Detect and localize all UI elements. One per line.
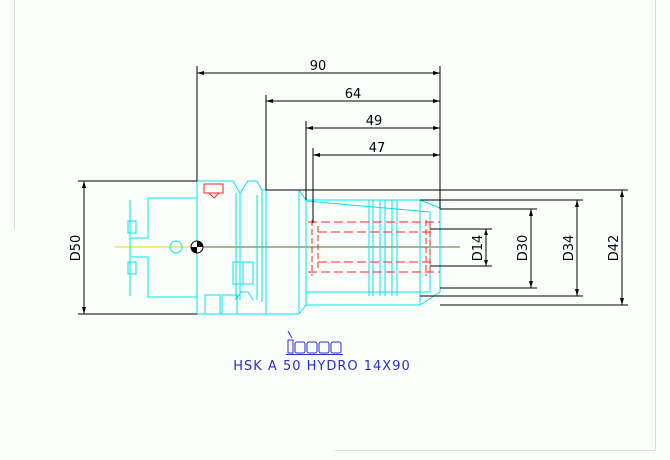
part-title: HSK A 50 HYDRO 14X90: [233, 359, 411, 374]
dim-diameter-30: D30: [516, 235, 531, 262]
dim-diameter-50: D50: [69, 235, 84, 262]
dimension-arrows: [82, 71, 624, 314]
dim-diameter-14: D14: [471, 235, 486, 262]
dim-length-49: 49: [366, 114, 383, 129]
hidden-bore: [203, 183, 440, 276]
dim-length-90: 90: [310, 59, 327, 74]
page-frame: [14, 0, 656, 451]
dim-length-47: 47: [369, 141, 386, 156]
dim-diameter-34: D34: [562, 235, 577, 262]
dim-diameter-42: D42: [607, 235, 622, 262]
iscar-logo: iscar: [286, 330, 343, 355]
dim-length-64: 64: [345, 87, 362, 102]
dimension-lines: [78, 66, 628, 315]
origin-marker: [190, 240, 204, 254]
